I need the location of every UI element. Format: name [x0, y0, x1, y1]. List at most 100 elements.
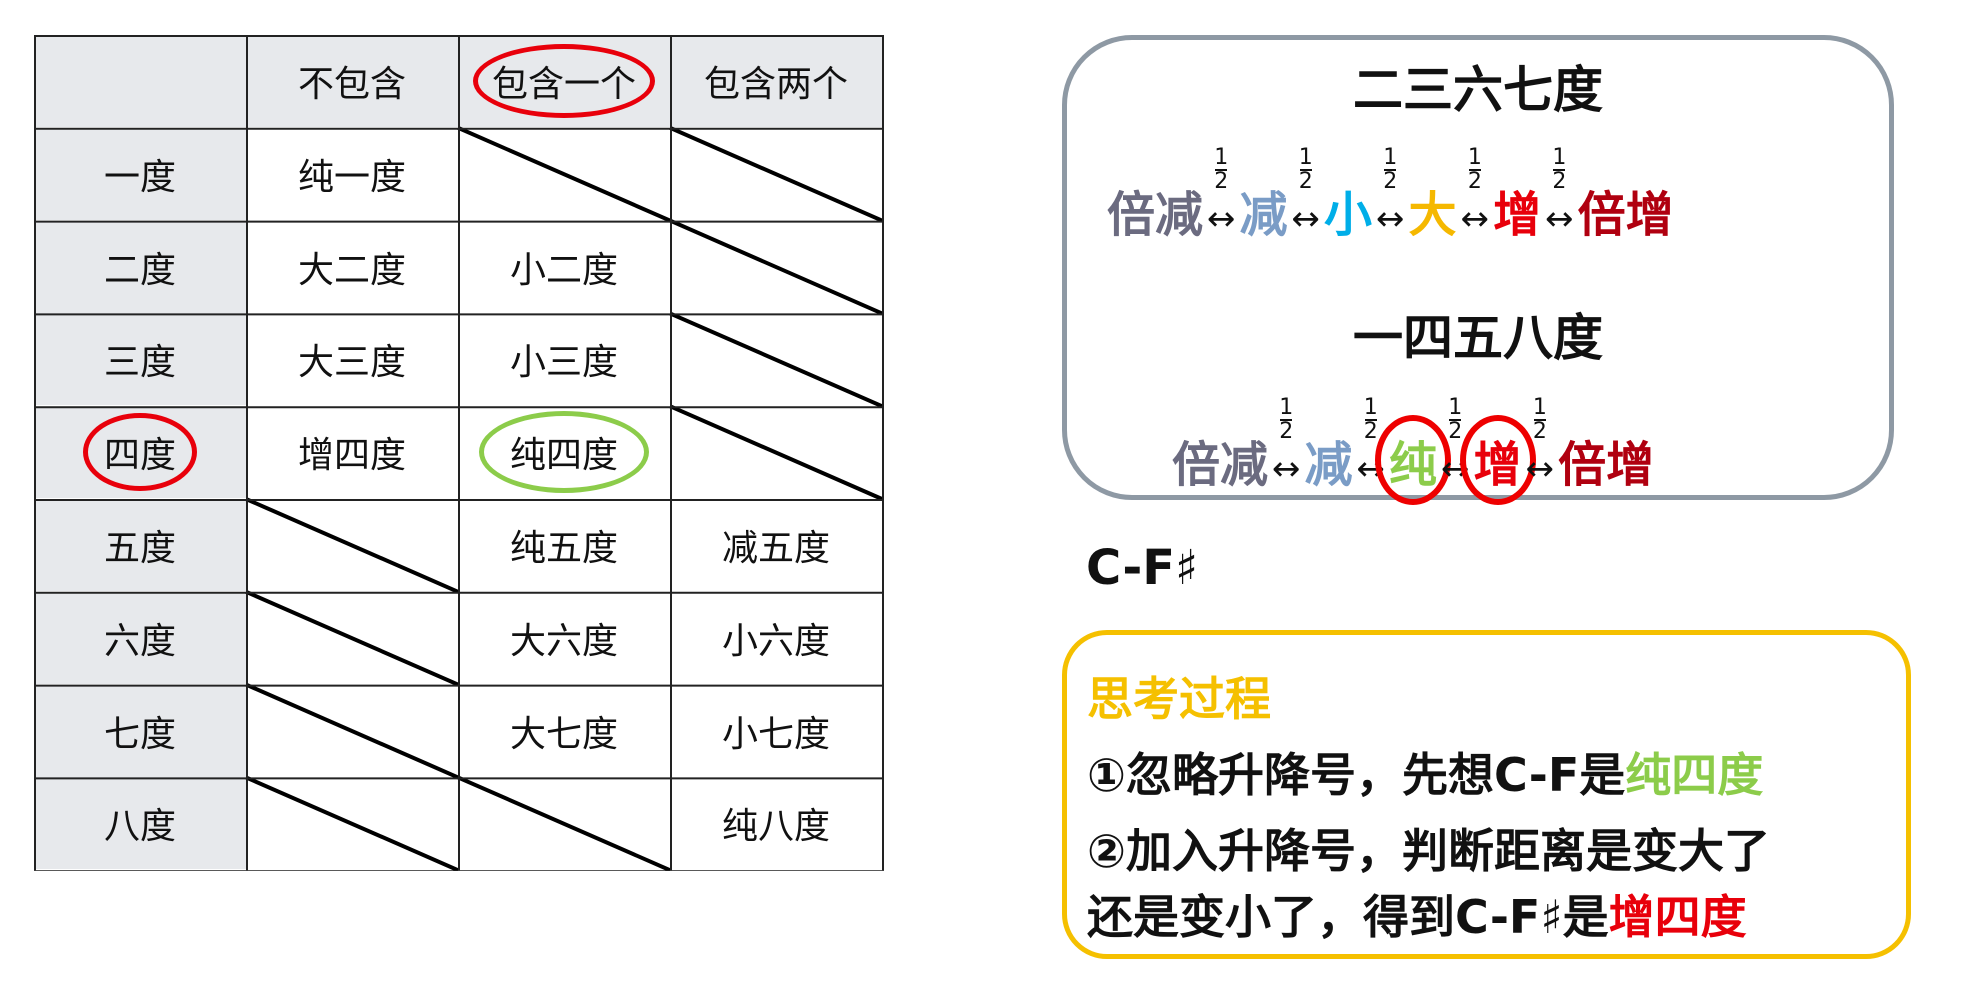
row-label: 一度 [34, 127, 246, 220]
table-cell: 纯一度 [246, 128, 458, 220]
table-cell: 大二度 [246, 221, 458, 313]
cell-text: 增四度 [297, 435, 406, 477]
table-cell: 小七度 [670, 685, 882, 777]
group2-title: 一四五八度 [1353, 309, 1603, 367]
cell-text: 小六度 [721, 620, 830, 662]
example-interval: C-F♯ [1086, 540, 1199, 596]
interval-quality: 减 [1304, 437, 1353, 493]
cell-text: 纯一度 [297, 156, 406, 198]
table-cell: 增四度 [246, 406, 458, 498]
step1-text: ①忽略升降号，先想C-F是 [1087, 748, 1626, 802]
row-label: 四度 [34, 406, 246, 499]
row-label: 八度 [34, 777, 246, 870]
table-cell: 大六度 [458, 592, 670, 684]
cell-text: 二度 [103, 249, 176, 291]
cell-text: 五度 [103, 528, 176, 569]
interval-quality: 倍减 [1107, 187, 1204, 243]
header-cell: 包含两个 [670, 35, 882, 127]
empty-cell-diagonal [669, 218, 883, 316]
cell-text: 包含一个 [472, 44, 655, 118]
interval-quality: 大 [1408, 187, 1457, 243]
cell-text: 包含两个 [703, 64, 848, 105]
table-cell: 减五度 [670, 499, 882, 591]
step1-highlight: 纯四度 [1625, 748, 1764, 802]
thinking-process-box: 思考过程 ①忽略升降号，先想C-F是纯四度 ②加入升降号，判断距离是变大了 还是… [1062, 630, 1911, 959]
table-cell: 纯五度 [458, 499, 670, 591]
row-label: 六度 [34, 591, 246, 684]
cell-text: 四度 [82, 413, 197, 492]
empty-cell-diagonal [245, 497, 459, 594]
table-cell: 小六度 [670, 592, 882, 684]
cell-text: 大七度 [509, 713, 618, 755]
empty-cell-diagonal [245, 589, 459, 687]
empty-cell-diagonal [457, 775, 671, 871]
cell-text: 七度 [103, 713, 176, 755]
interval-quality: 小 [1324, 187, 1373, 243]
step3-highlight: 增四度 [1608, 890, 1747, 944]
row-label: 二度 [34, 220, 246, 313]
cell-text: 大六度 [509, 620, 618, 662]
cell-text: 三度 [103, 342, 176, 384]
interval-quality: 增 [1493, 187, 1542, 243]
table-cell: 大七度 [458, 685, 670, 777]
header-cell [34, 35, 246, 127]
empty-cell-diagonal [245, 682, 459, 780]
table-cell: 纯四度 [458, 406, 670, 498]
header-cell: 包含一个 [458, 35, 670, 127]
process-title: 思考过程 [1087, 672, 1271, 726]
cell-text: 八度 [103, 806, 176, 848]
interval-quality: 倍增 [1558, 437, 1655, 493]
empty-cell-diagonal [669, 125, 883, 223]
process-step-3: 还是变小了，得到C-F♯是增四度 [1087, 881, 1747, 947]
empty-cell-diagonal [669, 311, 883, 409]
row-label: 七度 [34, 684, 246, 777]
table-cell: 小二度 [458, 221, 670, 313]
cell-text: 不包含 [297, 64, 406, 105]
table-cell: 大三度 [246, 313, 458, 405]
interval-quality: 纯 [1375, 415, 1452, 505]
interval-quality: 减 [1239, 187, 1288, 243]
empty-cell-diagonal [457, 125, 671, 223]
header-cell: 不包含 [246, 35, 458, 127]
process-step-1: ①忽略升降号，先想C-F是纯四度 [1087, 739, 1763, 805]
cell-text: 纯五度 [509, 528, 618, 569]
cell-text: 小三度 [509, 342, 618, 384]
process-step-2: ②加入升降号，判断距离是变大了 [1087, 824, 1770, 878]
interval-quality: 倍增 [1577, 187, 1674, 243]
cell-text: 大二度 [297, 249, 406, 291]
table-cell: 纯八度 [670, 777, 882, 869]
interval-quality: 倍减 [1172, 437, 1269, 493]
cell-text: 小二度 [509, 249, 618, 291]
row-label: 三度 [34, 313, 246, 406]
table-grid [34, 35, 884, 871]
group1-title: 二三六七度 [1353, 61, 1603, 119]
empty-cell-diagonal [669, 404, 883, 501]
table-cell: 小三度 [458, 313, 670, 405]
row-label: 五度 [34, 499, 246, 591]
step3-text: 还是变小了，得到C-F♯是 [1087, 890, 1609, 944]
cell-text: 纯四度 [478, 411, 649, 494]
interval-quality: 增 [1459, 415, 1536, 505]
empty-cell-diagonal [245, 775, 459, 871]
cell-text: 小七度 [721, 713, 830, 755]
cell-text: 减五度 [721, 528, 830, 569]
